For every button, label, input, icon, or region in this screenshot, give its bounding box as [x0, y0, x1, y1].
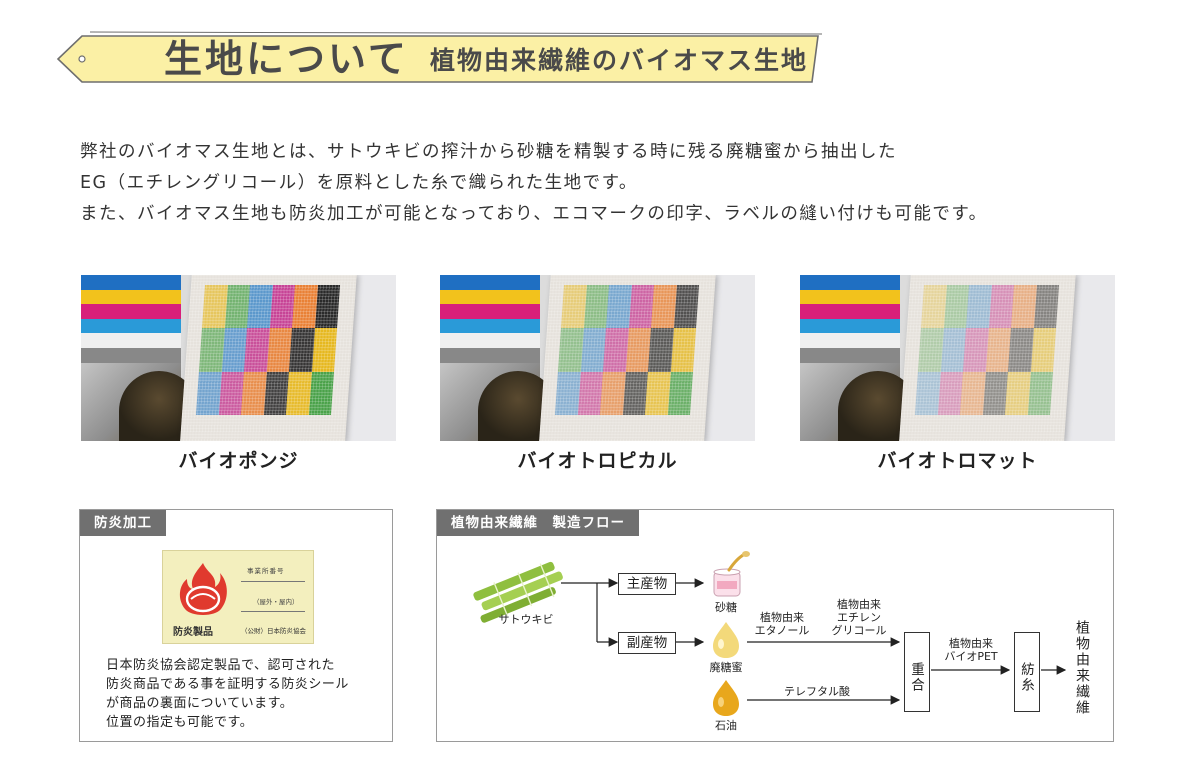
intro-text: 弊社のバイオマス生地とは、サトウキビの搾汁から砂糖を精製する時に残る廃糖蜜から抽… [80, 137, 1140, 230]
page-subtitle: 植物由来繊維のバイオマス生地 [430, 46, 809, 75]
fabric-texture [539, 275, 716, 441]
panel-title: 防炎加工 [80, 510, 166, 536]
banner-shape [56, 31, 823, 83]
sugarcane-label: サトウキビ [498, 613, 554, 626]
flow-lines [473, 551, 1067, 716]
fire-retardant-panel: 防炎加工 事業所番号 （屋外・屋内） 防炎製品 （公財）日本防炎協会 日本防炎協… [79, 509, 393, 742]
fabric-texture [899, 275, 1076, 441]
label-line: エチレン [837, 611, 881, 624]
label-line: グリコール [831, 624, 887, 637]
seal-place-label: （屋外・屋内） [253, 598, 299, 606]
seal-line [241, 581, 305, 582]
label-line: 植物由来 [837, 598, 881, 611]
bio-pet-label: 植物由来 バイオPET [935, 637, 1007, 663]
by-product-box: 副産物 [618, 632, 676, 654]
seal-number-label: 事業所番号 [247, 567, 285, 575]
fire-panel-description: 日本防炎協会認定製品で、認可された 防炎商品である事を証明する防炎シール が商品… [106, 656, 349, 732]
bio-eg-label: 植物由来 エチレン グリコール [821, 598, 897, 637]
oil-drop-icon [713, 680, 739, 716]
sample-photo-bio-tropical [440, 275, 755, 441]
fabric-swatch [539, 275, 716, 441]
description-line: が商品の裏面についています。 [106, 696, 294, 711]
seal-org-label: （公財）日本防炎協会 [241, 627, 306, 635]
oil-label: 石油 [715, 719, 737, 732]
intro-line: 弊社のバイオマス生地とは、サトウキビの搾汁から砂糖を精製する時に残る廃糖蜜から抽… [80, 142, 897, 162]
seal-line [241, 611, 305, 612]
main-product-box: 主産物 [618, 573, 676, 595]
panel-title: 植物由来繊維 製造フロー [437, 510, 639, 536]
intro-line: また、バイオマス生地も防炎加工が可能となっており、エコマークの印字、ラベルの縫い… [80, 204, 988, 224]
sample-label: バイオトロマット [877, 450, 1038, 472]
terephthalic-label: テレフタル酸 [784, 685, 850, 698]
sugar-jar-icon [713, 551, 750, 597]
color-chart-strip [800, 275, 900, 363]
description-line: 日本防炎協会認定製品で、認可された [106, 658, 335, 673]
polymerize-box: 重合 [904, 632, 930, 712]
flame-icon [179, 563, 227, 615]
fabric-swatch [899, 275, 1076, 441]
sample-photo-bio-tromat [800, 275, 1115, 441]
description-line: 位置の指定も可能です。 [106, 715, 254, 730]
label-line: 植物由来 [949, 637, 993, 650]
page-title: 生地について [164, 37, 409, 81]
sugar-label: 砂糖 [715, 601, 737, 614]
molasses-drop-icon [713, 622, 739, 658]
molasses-label: 廃糖蜜 [709, 661, 743, 674]
sugarcane-icon [473, 561, 563, 623]
fabric-texture [180, 275, 357, 441]
fire-retardant-seal: 事業所番号 （屋外・屋内） 防炎製品 （公財）日本防炎協会 [162, 550, 314, 644]
header-banner: 生地について 植物由来繊維のバイオマス生地 [52, 30, 824, 88]
manufacturing-flow-panel: 植物由来繊維 製造フロー [436, 509, 1114, 742]
bio-ethanol-label: 植物由来 エタノール [749, 611, 815, 637]
fabric-swatch [180, 275, 357, 441]
color-chart-strip [440, 275, 540, 363]
label-line: エタノール [754, 624, 810, 637]
flow-diagram: サトウキビ 主産物 副産物 砂糖 廃糖蜜 石油 植物由来 エタノール 植物由来 … [437, 510, 1113, 741]
sample-label: バイオトロピカル [517, 450, 678, 472]
label-line: バイオPET [944, 650, 998, 663]
color-chart-strip [81, 275, 181, 363]
seal-product-label: 防炎製品 [173, 627, 213, 638]
spin-box: 紡糸 [1014, 632, 1040, 712]
intro-line: EG（エチレングリコール）を原料とした糸で織られた生地です。 [80, 173, 638, 193]
sample-label: バイオポンジ [178, 450, 299, 472]
description-line: 防炎商品である事を証明する防炎シール [106, 677, 349, 692]
result-label: 植物由来繊維 [1074, 620, 1090, 716]
sample-photo-bio-pongee [81, 275, 396, 441]
label-line: 植物由来 [760, 611, 804, 624]
